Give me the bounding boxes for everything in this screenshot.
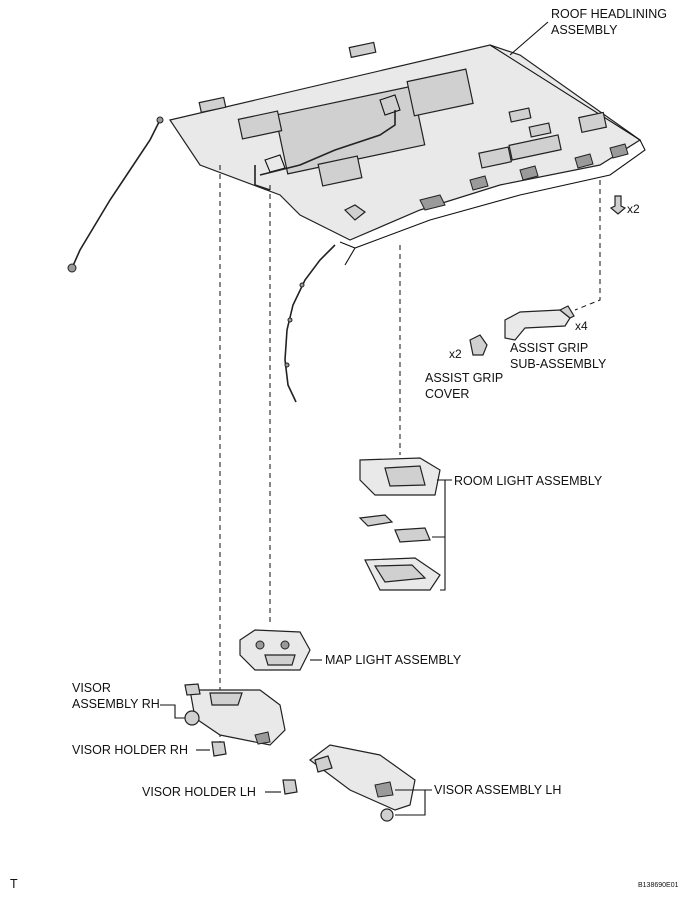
visor-lh-drawing <box>309 744 416 811</box>
visor-lh-bracket <box>395 789 432 816</box>
assist-grip-quantity: x4 <box>575 319 588 333</box>
roof-headlining-drawing <box>169 41 646 266</box>
room-light-lens-drawing <box>364 557 441 591</box>
assist-grip-cover-drawing <box>469 334 488 356</box>
visor-holder-rh-label: VISOR HOLDER RH <box>72 743 188 757</box>
room-light-bracket <box>432 479 452 591</box>
assist-grip-cover-label-line2: COVER <box>425 387 469 401</box>
map-light-label: MAP LIGHT ASSEMBLY <box>325 653 462 667</box>
visor-lh-label: VISOR ASSEMBLY LH <box>434 783 561 797</box>
wire-harness-left <box>67 116 164 273</box>
visor-holder-lh-icon <box>282 779 298 795</box>
visor-holder-lh-label: VISOR HOLDER LH <box>142 785 256 799</box>
visor-lh-mount-icon <box>380 808 394 822</box>
corner-mark: T <box>10 877 18 891</box>
figure-code: B138690E01 <box>638 882 679 889</box>
visor-holder-rh-icon <box>211 741 227 757</box>
room-light-bulb-drawing <box>358 514 431 543</box>
visor-rh-leader <box>160 704 185 719</box>
assist-grip-label-line2: SUB-ASSEMBLY <box>510 357 607 371</box>
clip-quantity: x2 <box>627 202 640 216</box>
assist-grip-label-line1: ASSIST GRIP <box>510 341 588 355</box>
roof-headlining-label-line1: ROOF HEADLINING <box>551 7 667 21</box>
assist-grip-cover-label-line1: ASSIST GRIP <box>425 371 503 385</box>
room-light-base-drawing <box>359 457 441 496</box>
map-light-drawing <box>239 629 311 671</box>
visor-rh-mount-icon <box>184 710 200 726</box>
assist-grip-cover-quantity: x2 <box>449 347 462 361</box>
visor-rh-drawing <box>184 683 286 746</box>
clip-icon <box>609 195 627 215</box>
wire-harness-right <box>284 244 336 403</box>
assist-grip-drawing <box>504 305 575 341</box>
visor-rh-label-line2: ASSEMBLY RH <box>72 697 160 711</box>
visor-rh-label-line1: VISOR <box>72 681 111 695</box>
dash-line-clip <box>574 180 601 311</box>
roof-headlining-label-line2: ASSEMBLY <box>551 23 618 37</box>
room-light-label: ROOM LIGHT ASSEMBLY <box>454 474 603 488</box>
roof-headlining-leader <box>509 21 549 56</box>
